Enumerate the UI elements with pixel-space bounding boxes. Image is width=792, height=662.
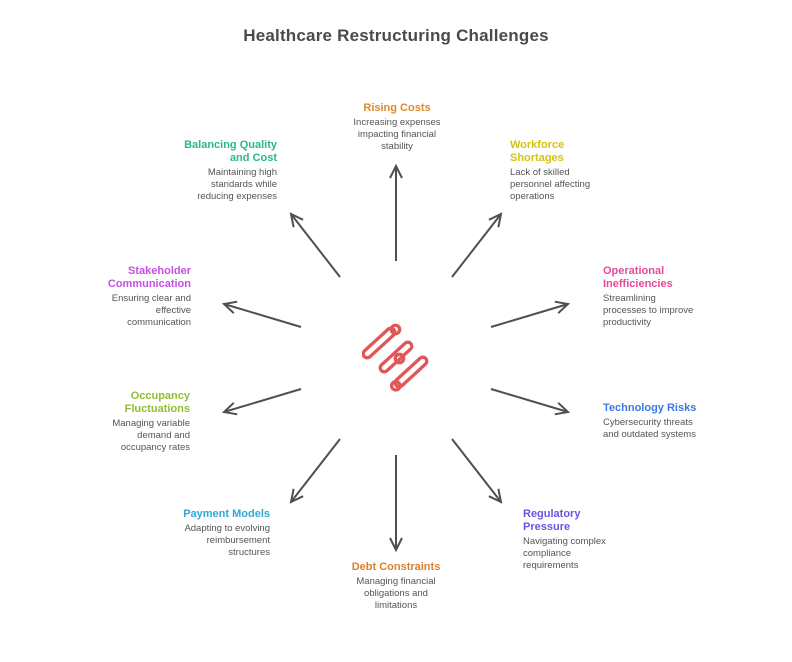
capsule-middle bbox=[378, 340, 414, 374]
capsule-top bbox=[362, 326, 397, 360]
item-balancing-quality-and-cost: Balancing Quality and Cost Maintaining h… bbox=[127, 139, 277, 203]
item-technology-risks: Technology Risks Cybersecurity threats a… bbox=[603, 402, 753, 441]
item-description: Streamlining processes to improve produc… bbox=[603, 293, 694, 328]
arrow-occupancy-fluctuations bbox=[221, 388, 302, 416]
dot-top bbox=[389, 323, 402, 336]
item-title: Balancing Quality and Cost bbox=[184, 139, 277, 164]
item-description: Cybersecurity threats and outdated syste… bbox=[603, 417, 696, 440]
item-title: Stakeholder Communication bbox=[107, 265, 191, 290]
arrow-payment-models bbox=[289, 438, 341, 504]
item-workforce-shortages: Workforce Shortages Lack of skilled pers… bbox=[510, 139, 660, 203]
page-title: Healthcare Restructuring Challenges bbox=[243, 26, 549, 45]
item-description: Navigating complex compliance requiremen… bbox=[523, 536, 606, 571]
dot-middle bbox=[393, 352, 406, 365]
arrow-regulatory-pressure bbox=[451, 438, 503, 504]
capsule-bottom bbox=[393, 355, 429, 389]
item-description: Adapting to evolving reimbursement struc… bbox=[184, 523, 270, 558]
arrow-workforce-shortages bbox=[451, 212, 503, 278]
item-title: Operational Inefficiencies bbox=[603, 265, 673, 290]
item-title: Debt Constraints bbox=[351, 561, 441, 573]
item-title: Workforce Shortages bbox=[510, 139, 565, 164]
arrow-technology-risks bbox=[490, 388, 571, 416]
dot-bottom bbox=[389, 379, 402, 392]
item-description: Maintaining high standards while reducin… bbox=[197, 167, 277, 202]
item-operational-inefficiencies: Operational Inefficiencies Streamlining … bbox=[603, 265, 753, 329]
item-regulatory-pressure: Regulatory Pressure Navigating complex c… bbox=[523, 508, 673, 572]
arrow-balancing-quality-and-cost bbox=[289, 212, 341, 278]
arrow-operational-inefficiencies bbox=[490, 300, 571, 328]
diagonal-capsules-logo-icon bbox=[362, 323, 429, 392]
item-title: Rising Costs bbox=[363, 102, 431, 114]
item-payment-models: Payment Models Adapting to evolving reim… bbox=[120, 508, 270, 559]
item-title: Technology Risks bbox=[603, 402, 697, 414]
item-occupancy-fluctuations: Occupancy Fluctuations Managing variable… bbox=[40, 390, 190, 454]
item-debt-constraints: Debt Constraints Managing financial obli… bbox=[326, 561, 466, 612]
arrow-stakeholder-communication bbox=[221, 300, 302, 328]
item-title: Regulatory Pressure bbox=[523, 508, 581, 533]
item-description: Ensuring clear and effective communicati… bbox=[111, 293, 191, 328]
item-description: Lack of skilled personnel affecting oper… bbox=[510, 167, 591, 202]
item-description: Increasing expenses impacting financial … bbox=[353, 117, 441, 152]
item-stakeholder-communication: Stakeholder Communication Ensuring clear… bbox=[41, 265, 191, 329]
item-title: Occupancy Fluctuations bbox=[124, 390, 190, 415]
item-rising-costs: Rising Costs Increasing expenses impacti… bbox=[327, 102, 467, 153]
item-description: Managing financial obligations and limit… bbox=[356, 576, 436, 611]
item-description: Managing variable demand and occupancy r… bbox=[112, 418, 190, 453]
item-title: Payment Models bbox=[183, 508, 270, 520]
